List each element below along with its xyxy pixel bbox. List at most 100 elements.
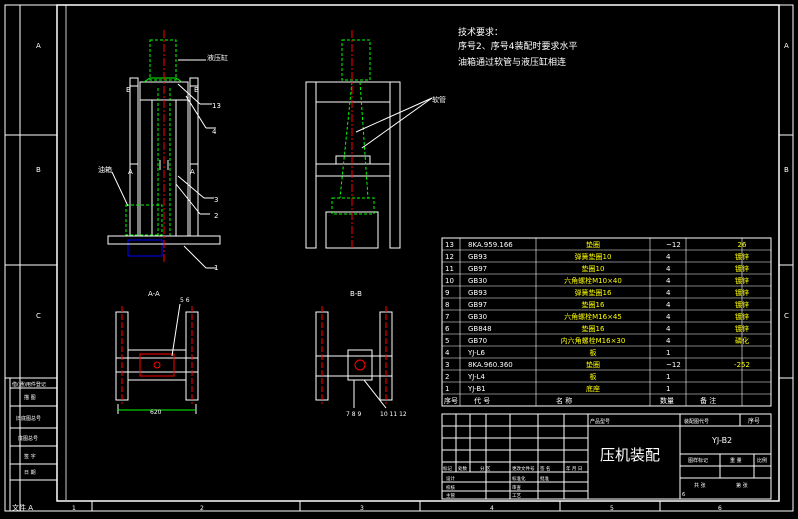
- bom-no: 4: [445, 349, 450, 357]
- zone-bottom: 1: [72, 505, 76, 512]
- bom-material: 镀锌: [735, 324, 749, 333]
- section-bb: B-B 7 8 9 10 11 12: [315, 290, 407, 418]
- bom-material: 磷化: [735, 336, 749, 345]
- approval-label: 设计: [446, 475, 455, 482]
- approval-label: 校核: [446, 484, 455, 491]
- revision-label: 标记: [443, 465, 452, 472]
- tech-line-1: 序号2、序号4装配时要求水平: [458, 40, 577, 52]
- title-six: 6: [682, 492, 685, 498]
- strip-label: 借(通)用件登记: [12, 381, 46, 388]
- bom-qty: ~12: [666, 361, 681, 369]
- zone-left-c: C: [36, 312, 41, 320]
- bom-name: 垫圈: [586, 360, 600, 369]
- bom-material: 镀锌: [735, 252, 749, 261]
- callout-3: 3: [214, 196, 218, 204]
- bom-name: 六角螺栓M16×45: [564, 312, 622, 321]
- callout-2: 2: [214, 212, 218, 220]
- zone-bottom: 4: [490, 505, 494, 512]
- bom-name: 垫圈: [586, 240, 600, 249]
- section-mark-a: A: [190, 168, 195, 176]
- bom-code: YJ-L4: [467, 373, 486, 381]
- bom-qty: 1: [666, 385, 670, 393]
- bom-qty: 4: [666, 337, 671, 345]
- approval-label: 主管: [446, 492, 455, 499]
- label-seq: 序号: [748, 417, 760, 425]
- bom-material: 镀锌: [735, 300, 749, 309]
- front-view: 液压缸 油箱 B B A A 13 4 3 2 1: [98, 30, 228, 272]
- revision-label: 更改文件号: [512, 465, 535, 472]
- strip-label: 日 期: [24, 470, 36, 476]
- bom-qty: 4: [666, 301, 671, 309]
- label-sheets: 共 张: [694, 482, 706, 489]
- section-mark-b: B: [126, 86, 131, 94]
- approval-label: 工艺: [512, 493, 521, 499]
- bom-qty: ~12: [666, 241, 681, 249]
- bom-no: 6: [445, 325, 450, 333]
- section-mark-a: A: [128, 168, 133, 176]
- bom-name: 板: [590, 348, 597, 357]
- bom-code: YJ-L6: [467, 349, 486, 357]
- bom-no: 9: [445, 289, 449, 297]
- bom-no: 1: [445, 385, 449, 393]
- bom-code: 8KA.959.166: [468, 241, 513, 249]
- title-section-bb: B-B: [350, 290, 362, 298]
- tech-line-2: 油箱通过软管与液压缸相连: [458, 56, 566, 68]
- section-mark-b: B: [194, 86, 199, 94]
- bom-name: 内六角螺栓M16×30: [561, 336, 626, 345]
- bom-qty: 4: [666, 325, 671, 333]
- strip-label: 底图总号: [18, 435, 38, 442]
- bom-material: 镀锌: [735, 288, 749, 297]
- drawing-title: 压机装配: [600, 446, 660, 464]
- bom-qty: 4: [666, 277, 671, 285]
- title-block: 产品型号 装配图代号 序号 YJ-B2 压机装配 图样标记 重 量 比例 共 张…: [441, 413, 772, 500]
- bom-no: 8: [445, 301, 449, 309]
- section-aa: A-A 620 5 6: [115, 290, 199, 416]
- revision-label: 处数: [458, 465, 467, 472]
- zone-bottom: 3: [360, 505, 364, 512]
- bom-qty: 4: [666, 289, 671, 297]
- bom-header-code: 代 号: [474, 396, 490, 405]
- callout-1: 1: [214, 264, 218, 272]
- left-strip-table: 借(通)用件登记 描 图 旧底图总号 底图总号 签 字 日 期 文件 A: [9, 378, 57, 512]
- label-product-type: 产品型号: [590, 418, 610, 425]
- revision-label: 分 区: [480, 465, 491, 472]
- zone-bottom: 2: [200, 505, 204, 512]
- bom-code: GB93: [468, 289, 487, 297]
- bom-header: 序号代 号名 称数量备 注: [444, 396, 716, 405]
- title-section-aa: A-A: [148, 290, 160, 298]
- bottom-zone-strip: 1 2 3 4 5 6: [72, 501, 722, 512]
- bom-header-name: 名 称: [556, 396, 572, 405]
- callout-5-6: 5 6: [180, 297, 190, 304]
- bom-header-qty: 数量: [660, 396, 674, 405]
- bom-code: GB93: [468, 253, 487, 261]
- label-cylinder: 液压缸: [207, 53, 228, 62]
- bom-qty: 1: [666, 373, 670, 381]
- bom-code: GB97: [468, 265, 487, 273]
- bom-no: 2: [445, 373, 449, 381]
- bom-code: GB30: [468, 277, 487, 285]
- callout-4: 4: [212, 128, 217, 136]
- bom-row: 4 YJ-L6 板 1: [445, 348, 670, 357]
- dim-620: 620: [150, 409, 162, 416]
- bom-row: 9 GB93 弹簧垫圈16 4 镀锌: [445, 288, 749, 297]
- approval-label: 标准化: [512, 475, 526, 482]
- label-scale: 比例: [757, 457, 767, 464]
- bom-name: 垫圈16: [582, 324, 605, 333]
- bom-material: 镀锌: [735, 276, 749, 285]
- bom-qty: 1: [666, 349, 670, 357]
- strip-label: 签 字: [24, 453, 36, 460]
- zone-left-a: A: [36, 42, 41, 50]
- bom-material: 26: [738, 241, 747, 249]
- bom-no: 11: [445, 265, 454, 273]
- bom-qty: 4: [666, 253, 671, 261]
- label-stage-mark: 图样标记: [688, 457, 708, 464]
- callout-13: 13: [212, 102, 221, 110]
- bom-name: 弹簧垫圈16: [575, 288, 612, 297]
- side-view: 软管: [305, 30, 446, 250]
